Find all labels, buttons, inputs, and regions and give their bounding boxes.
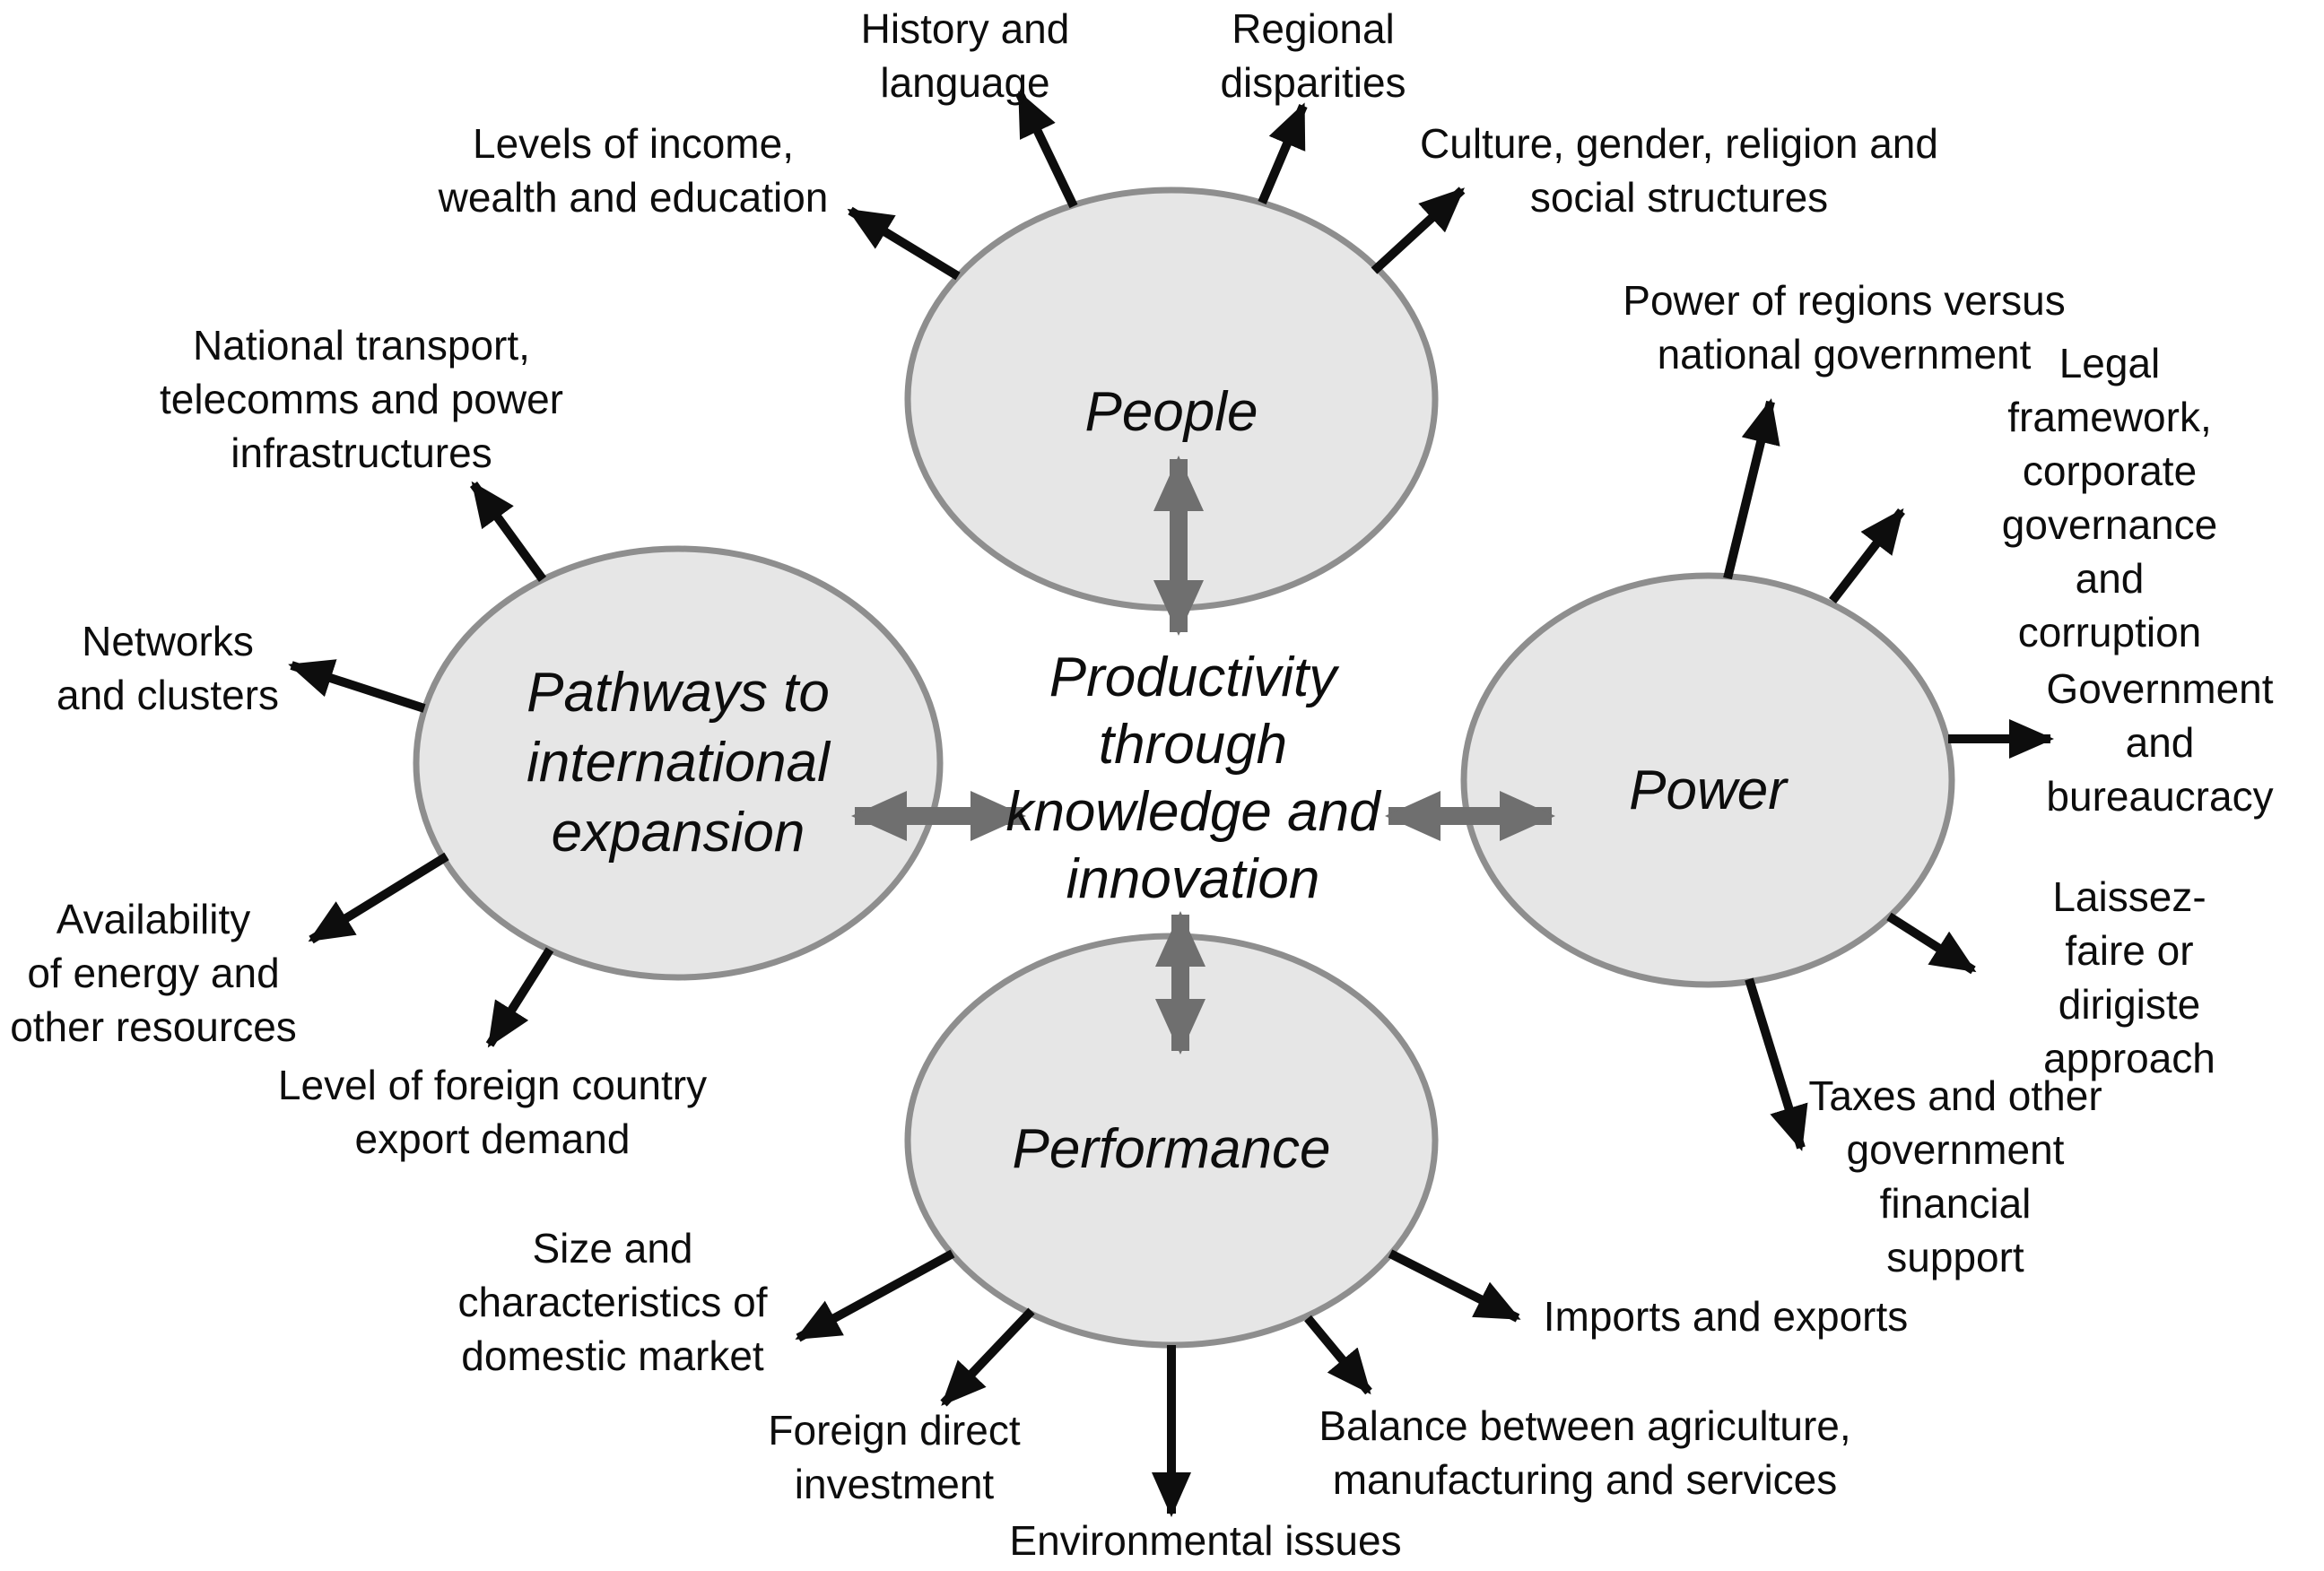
factor-label-history-language: History and language bbox=[860, 5, 1070, 106]
node-title-performance: Performance bbox=[1012, 1118, 1331, 1180]
factor-label-imports-exports: Imports and exports bbox=[1543, 1293, 1909, 1340]
node-title-people: People bbox=[1084, 381, 1258, 443]
factor-label-networks-clusters: Networks and clusters bbox=[56, 618, 280, 718]
arrow-pathways-national-transport bbox=[469, 481, 547, 582]
factor-label-levels-income: Levels of income, wealth and education bbox=[438, 120, 829, 221]
node-pathways-ellipse bbox=[413, 545, 944, 981]
arrow-performance-foreign-direct bbox=[940, 1307, 1035, 1407]
arrow-power-power-regions bbox=[1723, 398, 1780, 580]
arrow-people-culture-gender bbox=[1371, 187, 1466, 274]
factor-label-government-bureaucracy: Government and bureaucracy bbox=[2046, 665, 2274, 820]
factor-label-regional-disparities: Regional disparities bbox=[1220, 5, 1406, 106]
arrow-power-taxes-support bbox=[1745, 977, 1808, 1151]
arrow-performance-size-domestic bbox=[795, 1249, 955, 1342]
factor-label-legal-framework: Legal framework, corporate governance an… bbox=[2001, 340, 2218, 655]
arrow-pathways-level-foreign-export bbox=[485, 947, 554, 1048]
factor-label-laissez-faire: Laissez-faire or dirigiste approach bbox=[2043, 873, 2215, 1081]
arrow-pathways-networks-clusters bbox=[288, 659, 426, 713]
factor-label-availability-energy: Availability of energy and other resourc… bbox=[10, 896, 297, 1050]
arrow-people-levels-income bbox=[847, 206, 961, 281]
node-title-power: Power bbox=[1629, 759, 1787, 821]
arrow-power-legal-framework bbox=[1829, 508, 1905, 604]
factor-label-level-foreign-export: Level of foreign country export demand bbox=[277, 1062, 708, 1162]
factor-label-balance-sectors: Balance between agriculture, manufacturi… bbox=[1319, 1402, 1851, 1503]
arrow-performance-balance-sectors bbox=[1304, 1315, 1372, 1395]
factor-label-size-domestic: Size and characteristics of domestic mar… bbox=[457, 1225, 768, 1379]
factor-label-national-transport: National transport, telecomms and power … bbox=[160, 322, 563, 476]
arrow-power-laissez-faire bbox=[1886, 912, 1977, 975]
arrow-pathways-availability-energy bbox=[308, 852, 449, 944]
factor-label-power-regions: Power of regions versus national governm… bbox=[1623, 277, 2066, 378]
node-title-pathways: Pathways to international expansion bbox=[527, 662, 830, 864]
center-statement: Productivity through knowledge and innov… bbox=[1005, 647, 1380, 910]
factor-label-environmental: Environmental issues bbox=[1009, 1517, 1402, 1564]
arrow-people-regional-disparities bbox=[1258, 102, 1308, 204]
arrow-people-history-language bbox=[1015, 91, 1078, 209]
factor-label-taxes-support: Taxes and other government financial sup… bbox=[1808, 1072, 2102, 1280]
node-power-ellipse bbox=[1460, 572, 1955, 988]
factor-label-foreign-direct: Foreign direct investment bbox=[768, 1407, 1021, 1507]
arrow-performance-imports-exports bbox=[1388, 1249, 1521, 1323]
factor-label-culture-gender: Culture, gender, religion and social str… bbox=[1420, 120, 1938, 221]
